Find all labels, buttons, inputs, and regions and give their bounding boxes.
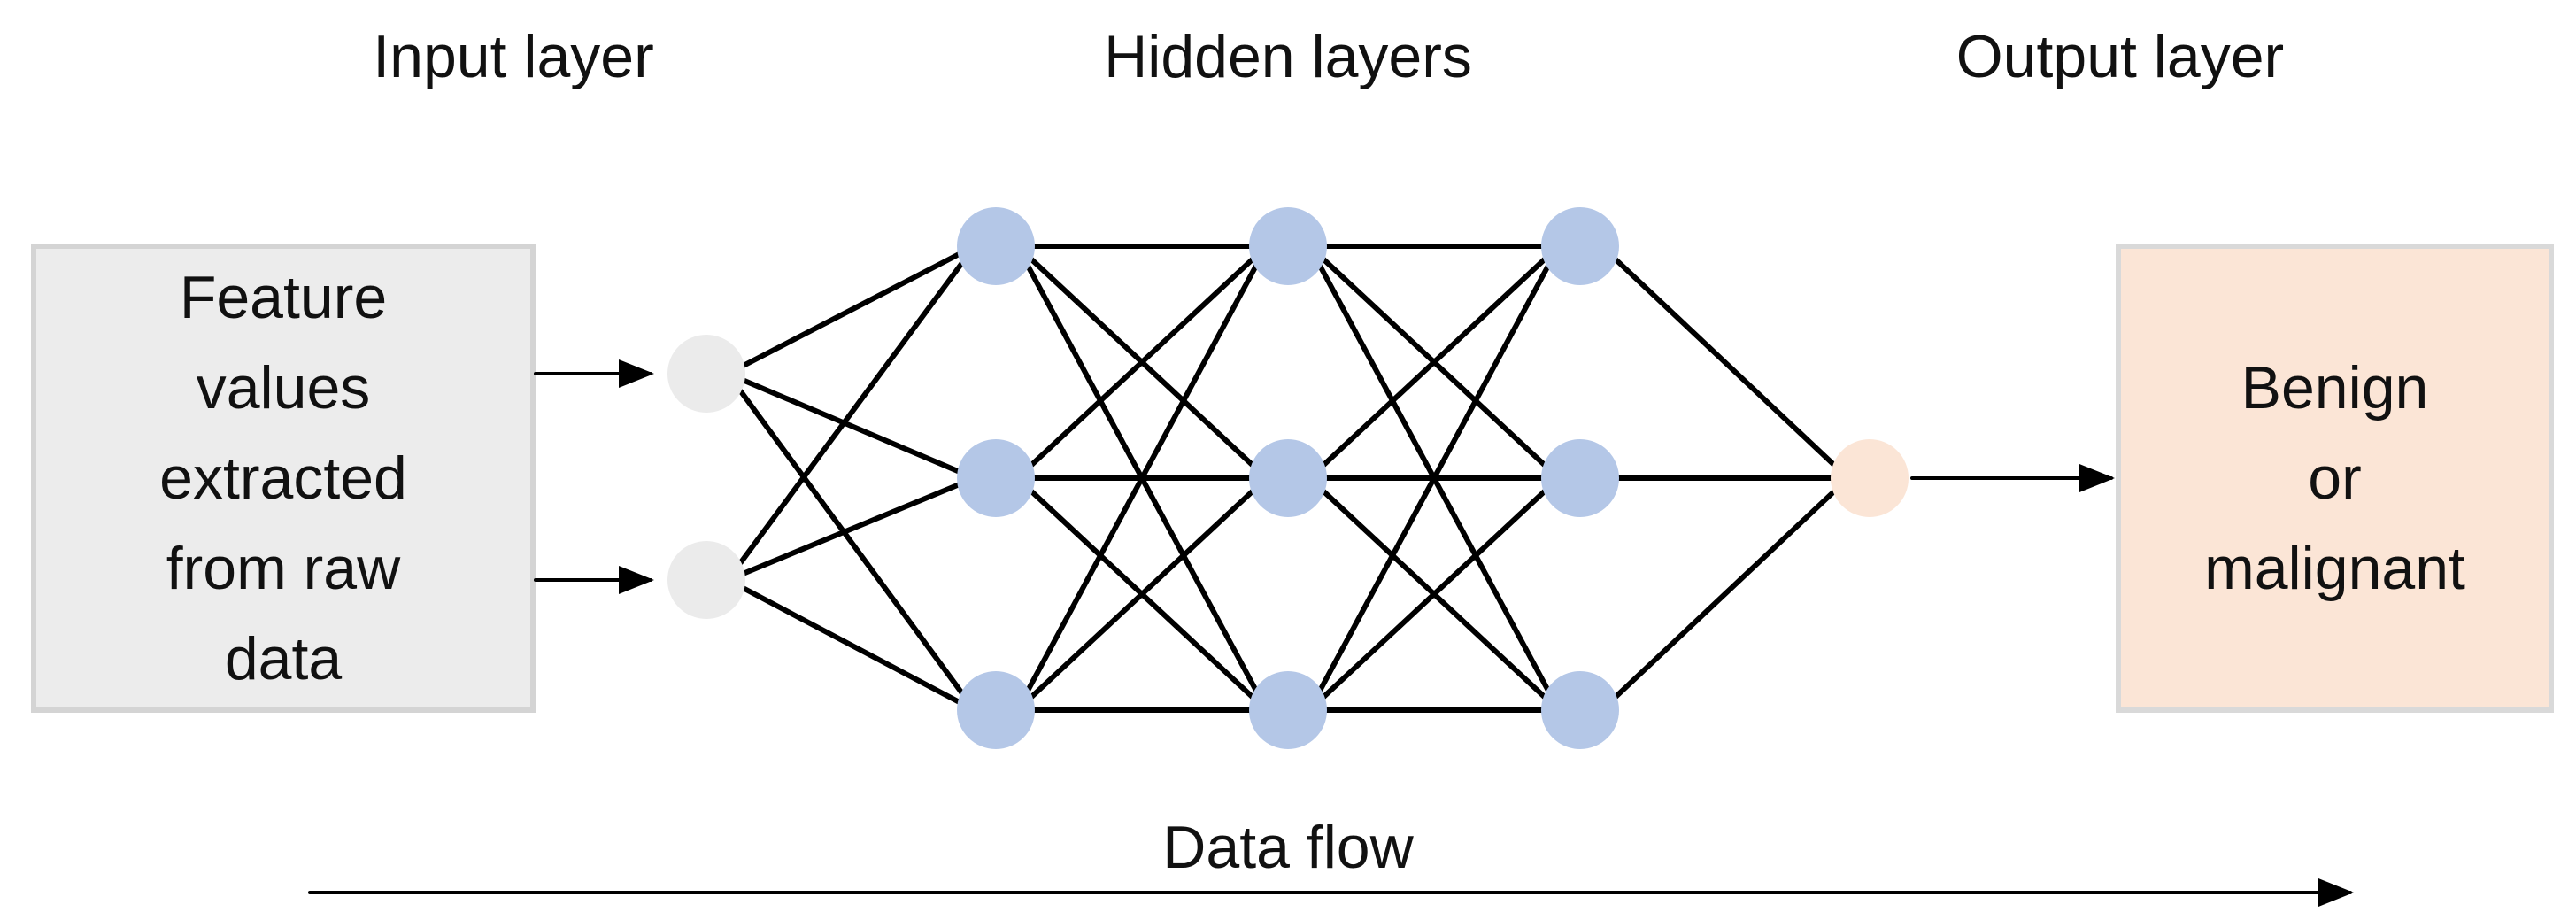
connection-edge [1014, 244, 1269, 713]
connection-edge [725, 244, 977, 583]
flow-arrows [308, 359, 2354, 907]
input-box-line: from raw [166, 535, 401, 602]
connection-edge [1307, 244, 1562, 481]
hidden-node [1541, 439, 1619, 517]
hidden-node [1541, 207, 1619, 285]
hidden-node [1249, 671, 1327, 749]
output-box-line: malignant [2204, 535, 2465, 602]
output-box-line: Benign [2241, 354, 2429, 421]
input-node [667, 335, 745, 413]
input-box-line: Feature [179, 264, 388, 331]
input-features-box: Feature values extracted from raw data [31, 244, 536, 713]
input-box-line: data [224, 625, 343, 692]
connection-edge [1014, 475, 1269, 713]
input-box-line: values [196, 354, 371, 421]
connection-edge [1307, 475, 1562, 713]
hidden-node [957, 671, 1035, 749]
connection-edge [725, 371, 977, 481]
output-node [1831, 439, 1909, 517]
connection-edge [725, 475, 977, 583]
hidden-node [957, 439, 1035, 517]
output-box-line: or [2308, 445, 2362, 512]
connection-edge [1599, 244, 1851, 481]
connection-edge [725, 577, 977, 713]
hidden-node [957, 207, 1035, 285]
input-box-line: extracted [159, 445, 407, 512]
data-flow-label: Data flow [1162, 814, 1414, 881]
connections [725, 244, 1851, 713]
output-class-box: Benign or malignant [2116, 244, 2554, 713]
hidden-node [1249, 207, 1327, 285]
input-layer-title: Input layer [373, 23, 654, 90]
connection-edge [725, 244, 977, 376]
hidden-node [1249, 439, 1327, 517]
input-node [667, 541, 745, 619]
connection-edge [1307, 244, 1562, 713]
hidden-layers-title: Hidden layers [1104, 23, 1472, 90]
output-layer-title: Output layer [1955, 23, 2285, 90]
connection-edge [1599, 475, 1851, 713]
connection-edge [725, 371, 977, 713]
connection-edge [1014, 244, 1269, 481]
neurons [667, 207, 1909, 749]
hidden-node [1541, 671, 1619, 749]
